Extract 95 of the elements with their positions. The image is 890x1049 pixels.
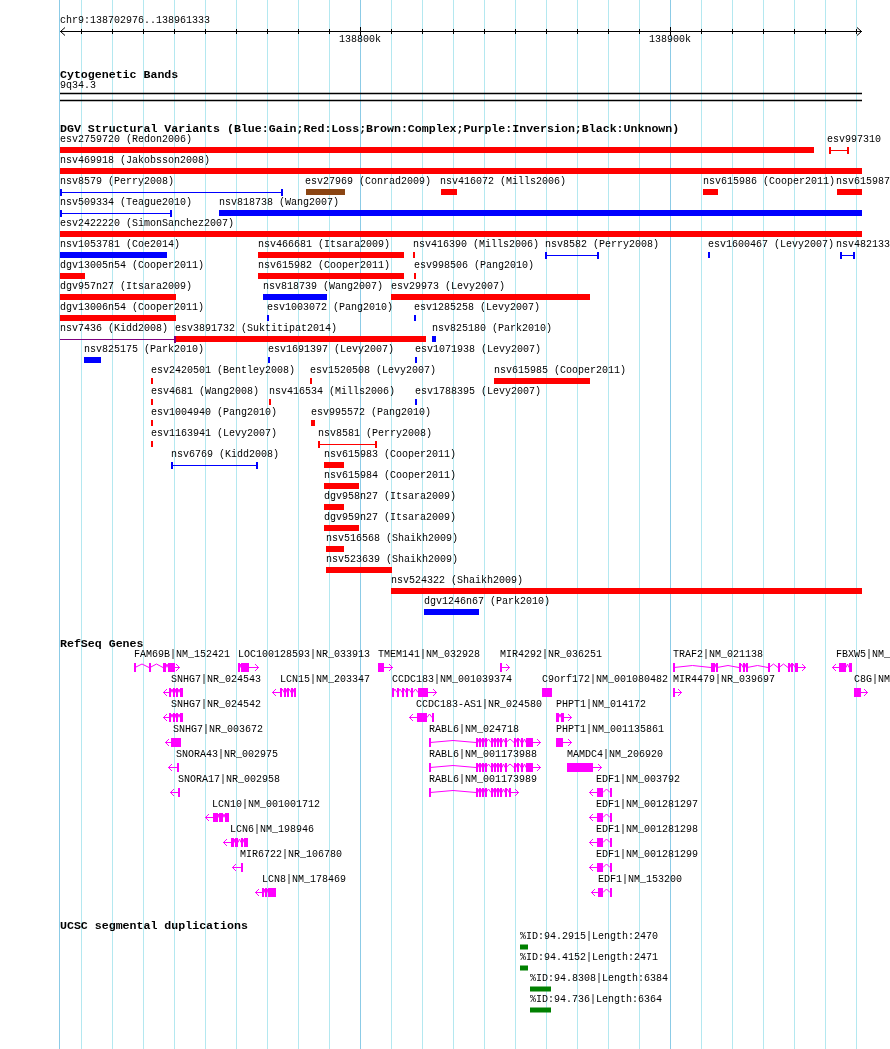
gene-label: EDF1|NM_153200: [598, 874, 682, 886]
variant-label: nsv8581 (Perry2008): [318, 428, 433, 440]
gene-label: SNHG7|NR_003672: [173, 724, 263, 736]
variant-label: nsv482133: [836, 239, 890, 251]
gene-label: CCDC183|NM_001039374: [392, 674, 513, 686]
gene-label: LCN6|NM_198946: [230, 824, 314, 836]
variant-label: esv27969 (Conrad2009): [305, 176, 432, 188]
variant-label: nsv615984 (Cooper2011): [324, 470, 457, 482]
track-title: DGV Structural Variants (Blue:Gain;Red:Loss;Brown:Complex;Purple:Inversion;Black:Unknown): [60, 121, 680, 135]
variant-label: esv1003072 (Pang2010): [267, 302, 394, 314]
variant-label: nsv6769 (Kidd2008): [171, 449, 280, 461]
gene-label: EDF1|NM_001281297: [596, 799, 699, 811]
gene-label: MAMDC4|NM_206920: [567, 749, 663, 761]
variant-label: nsv825175 (Park2010): [84, 344, 205, 356]
variant-label: nsv818738 (Wang2007): [219, 197, 340, 209]
gene-label: LOC100128593|NR_033913: [238, 649, 371, 661]
variant-label: esv1691397 (Levy2007): [268, 344, 395, 356]
variant-label: nsv8582 (Perry2008): [545, 239, 660, 251]
variant-label: dgv13005n54 (Cooper2011): [60, 260, 205, 272]
variant-label: dgv959n27 (Itsara2009): [324, 512, 457, 524]
variant-label: nsv416534 (Mills2006): [269, 386, 396, 398]
variant-label: nsv615983 (Cooper2011): [324, 449, 457, 461]
gene-label: C8G|NM: [854, 674, 890, 686]
variant-label: dgv13006n54 (Cooper2011): [60, 302, 205, 314]
variant-label: nsv818739 (Wang2007): [263, 281, 384, 293]
variant-label: nsv516568 (Shaikh2009): [326, 533, 459, 545]
gene-label: RABL6|NM_001173989: [429, 774, 538, 786]
variant-label: nsv416390 (Mills2006): [413, 239, 540, 251]
scale-label: 138900k: [649, 34, 691, 46]
variant-label: dgv957n27 (Itsara2009): [60, 281, 193, 293]
track-title: UCSC segmental duplications: [60, 918, 248, 932]
gene-label: TRAF2|NM_021138: [673, 649, 763, 661]
gene-label: SNHG7|NR_024543: [171, 674, 261, 686]
variant-label: esv29973 (Levy2007): [391, 281, 506, 293]
gene-label: SNORA17|NR_002958: [178, 774, 281, 786]
scale-label: 138800k: [339, 34, 381, 46]
gene-label: LCN10|NM_001001712: [212, 799, 321, 811]
variant-label: nsv7436 (Kidd2008): [60, 323, 169, 335]
gene-label: SNHG7|NR_024542: [171, 699, 261, 711]
gene-label: EDF1|NM_001281298: [596, 824, 699, 836]
variant-label: nsv469918 (Jakobsson2008): [60, 155, 211, 167]
variant-label: esv2422220 (SimonSanchez2007): [60, 218, 235, 230]
variant-label: nsv615985 (Cooper2011): [494, 365, 627, 377]
variant-label: nsv8579 (Perry2008): [60, 176, 175, 188]
variant-label: esv995572 (Pang2010): [311, 407, 432, 419]
duplication-label: %ID:94.4152|Length:2471: [520, 952, 659, 964]
gene-label: MIR4292|NR_036251: [500, 649, 603, 661]
variant-label: nsv524322 (Shaikh2009): [391, 575, 524, 587]
gene-label: TMEM141|NM_032928: [378, 649, 481, 661]
variant-label: dgv958n27 (Itsara2009): [324, 491, 457, 503]
variant-label: esv998506 (Pang2010): [414, 260, 535, 272]
gene-label: SNORA43|NR_002975: [176, 749, 279, 761]
variant-label: esv1285258 (Levy2007): [414, 302, 541, 314]
gene-label: FAM69B|NM_152421: [134, 649, 230, 661]
gene-label: PHPT1|NM_014172: [556, 699, 646, 711]
band-label: 9q34.3: [60, 80, 96, 92]
variant-label: esv4681 (Wang2008): [151, 386, 260, 398]
variant-label: esv1163941 (Levy2007): [151, 428, 278, 440]
variant-label: esv1071938 (Levy2007): [415, 344, 542, 356]
duplication-label: %ID:94.2915|Length:2470: [520, 931, 659, 943]
variant-label: esv1788395 (Levy2007): [415, 386, 542, 398]
gene-label: LCN15|NM_203347: [280, 674, 370, 686]
variant-label: nsv1053781 (Coe2014): [60, 239, 181, 251]
variant-label: nsv416072 (Mills2006): [440, 176, 567, 188]
variant-label: esv3891732 (Suktitipat2014): [175, 323, 338, 335]
gene-label: MIR6722|NR_106780: [240, 849, 343, 861]
variant-label: esv1600467 (Levy2007): [708, 239, 835, 251]
gene-label: CCDC183-AS1|NR_024580: [416, 699, 543, 711]
track-title: RefSeq Genes: [60, 636, 144, 650]
gene-label: RABL6|NM_001173988: [429, 749, 538, 761]
variant-label: nsv615986 (Cooper2011): [703, 176, 836, 188]
variant-label: nsv523639 (Shaikh2009): [326, 554, 459, 566]
variant-label: nsv509334 (Teague2010): [60, 197, 193, 209]
gene-label: RABL6|NM_024718: [429, 724, 519, 736]
duplication-label: %ID:94.736|Length:6364: [530, 994, 663, 1006]
duplication-label: %ID:94.8308|Length:6384: [530, 973, 669, 985]
track-title: Cytogenetic Bands: [60, 67, 179, 81]
variant-label: esv2420501 (Bentley2008): [151, 365, 296, 377]
variant-label: esv997310: [827, 134, 881, 146]
gene-label: EDF1|NM_001281299: [596, 849, 699, 861]
variant-label: nsv615982 (Cooper2011): [258, 260, 391, 272]
variant-label: esv1004940 (Pang2010): [151, 407, 278, 419]
gene-label: PHPT1|NM_001135861: [556, 724, 665, 736]
variant-label: nsv466681 (Itsara2009): [258, 239, 391, 251]
gene-label: C9orf172|NM_001080482: [542, 674, 669, 686]
variant-label: nsv615987: [836, 176, 890, 188]
gene-label: FBXW5|NM_: [836, 649, 890, 661]
gene-label: MIR4479|NR_039697: [673, 674, 776, 686]
gene-label: EDF1|NM_003792: [596, 774, 680, 786]
variant-label: esv2759720 (Redon2006): [60, 134, 193, 146]
gene-label: LCN8|NM_178469: [262, 874, 346, 886]
variant-label: dgv1246n67 (Park2010): [424, 596, 551, 608]
locus-label: chr9:138702976..138961333: [60, 15, 211, 27]
variant-label: esv1520508 (Levy2007): [310, 365, 437, 377]
variant-label: nsv825180 (Park2010): [432, 323, 553, 335]
